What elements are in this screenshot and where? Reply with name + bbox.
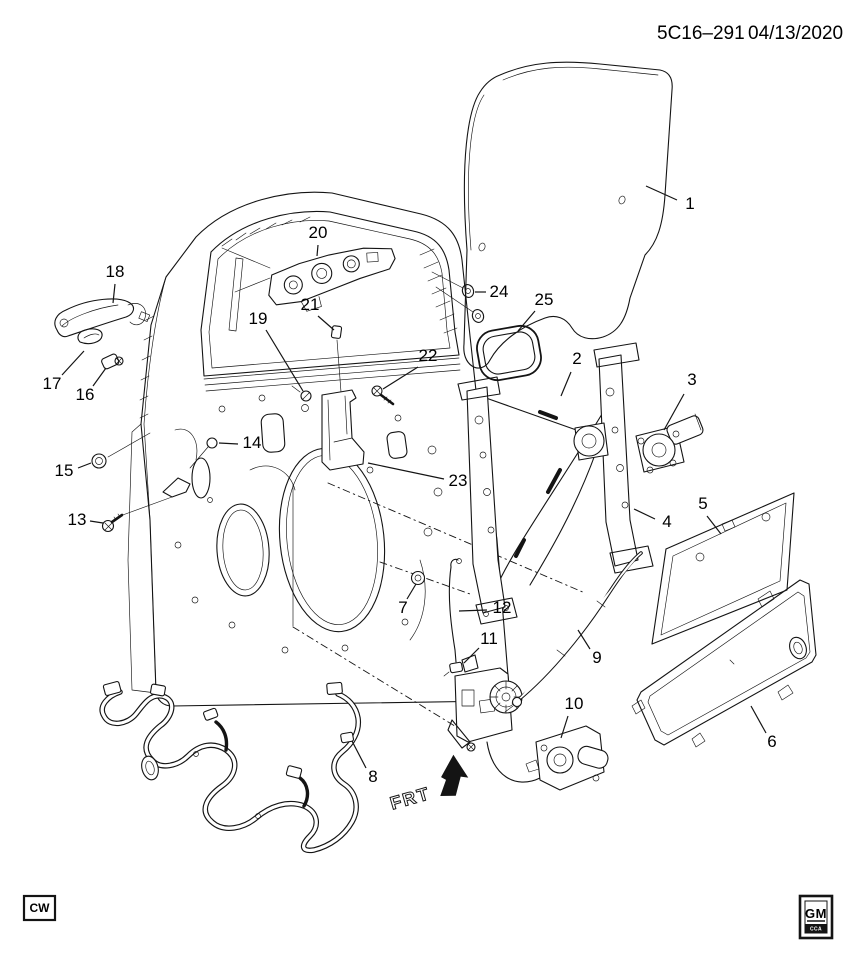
window-glass: [463, 61, 673, 369]
wiring-harness: [99, 680, 362, 854]
corner-mark-box: CW: [22, 894, 57, 922]
front-direction-marker: FRT: [387, 754, 469, 814]
callout-9-leader: [577, 629, 591, 650]
section-lines: [292, 482, 586, 729]
lock-actuator: [486, 725, 609, 791]
callout-24-label: 24: [490, 282, 509, 301]
callout-8-leader: [351, 740, 367, 769]
frt-arrow-icon: [440, 754, 469, 797]
callout-4-label: 4: [662, 512, 671, 531]
pointer-lines-item20: [221, 247, 271, 293]
callout-21-label: 21: [301, 295, 320, 314]
callout-1-label: 1: [685, 194, 694, 213]
callout-25-label: 25: [535, 290, 554, 309]
callout-15-label: 15: [55, 461, 74, 480]
gm-logo-text: GM: [805, 906, 827, 921]
frt-label: FRT: [388, 783, 433, 814]
callout-13-label: 13: [68, 510, 87, 529]
speaker-gasket: [476, 324, 542, 382]
water-deflector-lower: [631, 579, 817, 748]
callout-5-label: 5: [698, 494, 707, 513]
callout-3-leader: [663, 393, 685, 431]
callout-17-leader: [61, 350, 85, 376]
callout-16-label: 16: [76, 385, 95, 404]
lock-cylinder: [101, 353, 124, 370]
callout-22-label: 22: [419, 346, 438, 365]
small-fasteners: [91, 325, 426, 586]
callout-14-label: 14: [243, 433, 262, 452]
water-deflector-upper: [651, 492, 795, 645]
callout-13-leader: [89, 520, 104, 524]
callout-7-leader: [406, 583, 417, 600]
pointer-line-item15: [107, 432, 151, 458]
callout-21-leader: [317, 315, 335, 331]
callout-5-leader: [706, 515, 722, 535]
callout-18-leader: [112, 283, 116, 304]
pointer-lines-item24: [431, 271, 474, 313]
shield-bracket: [321, 389, 365, 471]
callout-9-label: 9: [592, 648, 601, 667]
handle-cap: [77, 328, 103, 345]
window-motor: [635, 413, 704, 474]
callout-20-leader: [316, 244, 319, 257]
callout-8-label: 8: [368, 767, 377, 786]
frame-hatching: [139, 216, 458, 419]
gm-logo-subtext: CCA: [810, 927, 822, 933]
drawing-date: 04/13/2020: [748, 23, 843, 44]
callout-10-leader: [560, 715, 569, 739]
callout-3-label: 3: [687, 370, 696, 389]
callout-22-leader: [382, 366, 419, 390]
callout-7-label: 7: [398, 598, 407, 617]
pointer-line-item14: [189, 446, 209, 469]
gm-logo: GM CCA: [798, 894, 834, 940]
callout-1-leader: [645, 185, 678, 201]
callout-4-leader: [633, 508, 656, 520]
callout-6-leader: [750, 705, 767, 734]
upper-module-bracket: [268, 247, 396, 312]
callout-25-leader: [517, 310, 536, 332]
lock-cable: [504, 551, 643, 713]
grommets: [461, 284, 485, 323]
callout-12-label: 12: [493, 598, 512, 617]
callout-19-label: 19: [249, 309, 268, 328]
pointer-line-item13: [119, 496, 173, 517]
door-handle-group: [54, 298, 151, 370]
door-panel-drawing: [107, 191, 510, 707]
callout-12-leader: [458, 609, 488, 612]
callout-19-leader: [265, 329, 304, 392]
lock-rod-and-clip: [443, 558, 464, 677]
callout-15-leader: [77, 462, 92, 469]
callout-23-leader: [367, 462, 445, 480]
callout-6-label: 6: [767, 732, 776, 751]
drawing-number: 5C16–291: [657, 23, 745, 44]
callout-10-label: 10: [565, 694, 584, 713]
callout-2-leader: [560, 371, 572, 397]
corner-mark-label: CW: [30, 901, 51, 915]
callout-14-leader: [218, 442, 239, 445]
callout-18-label: 18: [106, 262, 125, 281]
callout-11-leader: [463, 647, 480, 664]
callout-17-label: 17: [43, 374, 62, 393]
window-regulator: [457, 342, 704, 625]
callout-2-label: 2: [572, 349, 581, 368]
callout-20-label: 20: [309, 223, 328, 242]
callout-16-leader: [92, 367, 107, 387]
callout-11-label: 11: [480, 629, 498, 648]
callout-23-label: 23: [449, 471, 468, 490]
